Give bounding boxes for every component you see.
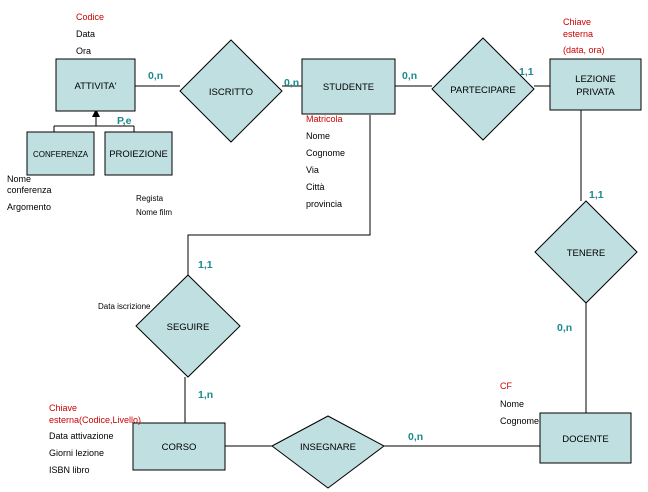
svg-text:CONFERENZA: CONFERENZA: [33, 150, 89, 159]
attributes-conferenza: Nome conferenza Argomento: [7, 174, 52, 212]
svg-text:TENERE: TENERE: [567, 248, 606, 259]
card-studente-seguire: 1,1: [198, 259, 213, 271]
svg-text:STUDENTE: STUDENTE: [323, 82, 374, 93]
cardinalities: 0,n 0,n 0,n 1,1 1,1 0,n 1,1 1,n 0,n P,e: [117, 66, 604, 443]
svg-text:PRIVATA: PRIVATA: [576, 87, 615, 98]
attr-studente-cognome: Cognome: [306, 148, 345, 158]
relationship-partecipare[interactable]: PARTECIPARE: [431, 37, 535, 141]
attr-lezione-key-1: Chiave: [563, 17, 591, 27]
svg-text:CORSO: CORSO: [162, 442, 197, 453]
generalization-arrow-icon: [92, 109, 100, 117]
card-docente-insegnare: 0,n: [408, 431, 423, 443]
svg-text:ATTIVITA': ATTIVITA': [74, 81, 116, 92]
relationship-tenere[interactable]: TENERE: [534, 200, 638, 304]
svg-text:ISCRITTO: ISCRITTO: [209, 87, 253, 98]
attr-corso-key-1: Chiave: [49, 403, 77, 413]
attr-attivita-data: Data: [76, 29, 95, 39]
attributes-docente: CF Nome Cognome: [500, 381, 539, 426]
entity-attivita[interactable]: ATTIVITA': [55, 58, 136, 112]
attr-conferenza-argomento: Argomento: [7, 202, 51, 212]
entity-corso[interactable]: CORSO: [132, 422, 226, 471]
attr-docente-key: CF: [500, 381, 512, 391]
relationship-seguire[interactable]: SEGUIRE: [135, 274, 241, 378]
attr-studente-key: Matricola: [306, 114, 343, 124]
entity-proiezione[interactable]: PROIEZIONE: [104, 131, 173, 176]
attributes-studente: Matricola Nome Cognome Via Città provinc…: [306, 114, 345, 209]
attr-studente-nome: Nome: [306, 131, 330, 141]
relationship-iscritto[interactable]: ISCRITTO: [179, 39, 283, 143]
card-docente-tenere: 0,n: [557, 322, 572, 334]
attr-studente-via: Via: [306, 165, 319, 175]
attr-docente-cognome: Cognome: [500, 416, 539, 426]
svg-text:INSEGNARE: INSEGNARE: [300, 442, 356, 453]
attr-attivita-key: Codice: [76, 12, 104, 22]
attr-studente-citta: Città: [306, 182, 325, 192]
attr-proiezione-regista: Regista: [136, 194, 164, 203]
attr-corso-giorni-lezione: Giorni lezione: [49, 448, 104, 458]
attr-corso-key-2: esterna(Codice,Livello): [49, 415, 141, 425]
attributes-lezione-privata: Chiave esterna (data, ora): [563, 17, 605, 55]
card-lezione-tenere: 1,1: [589, 189, 604, 201]
svg-text:SEGUIRE: SEGUIRE: [167, 322, 210, 333]
line-studente-seguire: [187, 115, 371, 275]
attr-attivita-ora: Ora: [76, 46, 91, 56]
attr-corso-data-attivazione: Data attivazione: [49, 431, 114, 441]
connection-lines: [53, 85, 587, 447]
svg-text:DOCENTE: DOCENTE: [562, 434, 608, 445]
attr-studente-provincia: provincia: [306, 199, 342, 209]
card-corso-seguire: 1,n: [198, 389, 213, 401]
attr-conferenza-nome-2: conferenza: [7, 185, 52, 195]
attributes-proiezione: Regista Nome film: [136, 194, 172, 217]
attributes-seguire: Data iscrizione: [98, 302, 151, 311]
attr-corso-isbn: ISBN libro: [49, 465, 90, 475]
entity-lezione-privata[interactable]: LEZIONE PRIVATA: [549, 58, 642, 111]
attr-conferenza-nome-1: Nome: [7, 174, 31, 184]
svg-text:PARTECIPARE: PARTECIPARE: [450, 85, 515, 96]
attr-lezione-key-3: (data, ora): [563, 45, 605, 55]
relationship-insegnare[interactable]: INSEGNARE: [271, 415, 385, 489]
generalization-label: P,e: [117, 115, 132, 127]
card-lezione-partecipare: 1,1: [519, 66, 534, 78]
card-attivita-iscritto: 0,n: [148, 70, 163, 82]
card-studente-iscritto: 0,n: [284, 77, 299, 89]
attr-proiezione-nomefilm: Nome film: [136, 208, 172, 217]
entity-conferenza[interactable]: CONFERENZA: [26, 131, 95, 176]
card-studente-partecipare: 0,n: [402, 70, 417, 82]
attr-seguire-data-iscrizione: Data iscrizione: [98, 302, 151, 311]
svg-text:PROIEZIONE: PROIEZIONE: [109, 149, 168, 160]
entity-studente[interactable]: STUDENTE: [301, 58, 396, 115]
svg-text:LEZIONE: LEZIONE: [575, 74, 616, 85]
attr-lezione-key-2: esterna: [563, 29, 593, 39]
attr-docente-nome: Nome: [500, 399, 524, 409]
attributes-attivita: Codice Data Ora: [76, 12, 104, 56]
attributes-corso: Chiave esterna(Codice,Livello) Data atti…: [49, 403, 141, 475]
entity-docente[interactable]: DOCENTE: [539, 412, 632, 464]
